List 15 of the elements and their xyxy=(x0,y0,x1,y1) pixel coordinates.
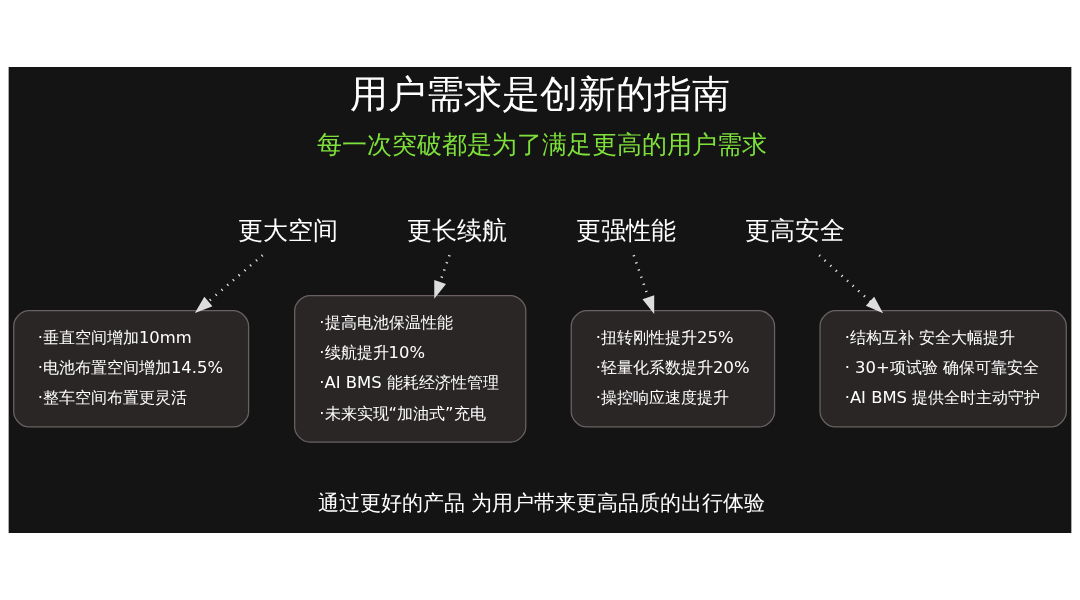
node-box: ·扭转刚性提升25% ·轻量化系数提升20% ·操控响应速度提升 xyxy=(570,310,776,428)
node-text: 更大空间 xyxy=(237,215,338,245)
label: 每一次突破都是为了满足更高的用户需求 xyxy=(316,129,767,159)
node-box: ·提高电池保温性能 ·续航提升10% ·AI BMS 能耗经济性管理 ·未来实现“加油式”充电 xyxy=(294,294,527,443)
arrow xyxy=(632,254,655,314)
node-text: 更长续航 xyxy=(406,215,507,245)
arrow xyxy=(194,254,264,314)
node-text: 更强性能 xyxy=(576,215,677,245)
node-box: ·结构互补 安全大幅提升 · 30+项试验 确保可靠安全 ·AI BMS 提供全时主动守护 xyxy=(819,310,1067,428)
diagram-title: 用户需求是创新的指南 xyxy=(350,72,730,117)
node-text: 更高安全 xyxy=(745,215,846,245)
node-box: ·垂直空间增加10mm ·电池布置空间增加14.5% ·整车空间布置更灵活 xyxy=(13,310,250,428)
arrow xyxy=(818,254,884,314)
label: 通过更好的产品 为用户带来更高品质的出行体验 xyxy=(317,490,766,516)
arrow xyxy=(434,254,451,299)
